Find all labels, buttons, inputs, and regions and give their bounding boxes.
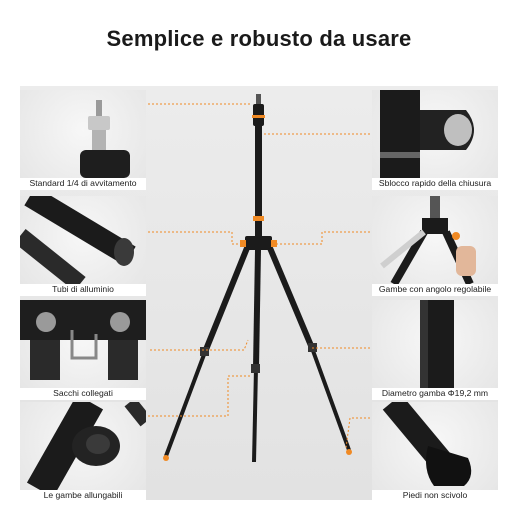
caption-adjustable-legs: Gambe con angolo regolabile xyxy=(378,284,492,294)
hook-icon xyxy=(20,300,146,380)
panel-leg-diameter: Diametro gamba Φ19,2 mm xyxy=(372,300,498,400)
leg-lock-icon xyxy=(26,402,146,490)
caption-leg-diameter: Diametro gamba Φ19,2 mm xyxy=(381,388,489,398)
panel-screw-standard: Standard 1/4 di avvitamento xyxy=(20,90,146,190)
quick-release-lock-icon xyxy=(380,90,474,178)
screw-mount-icon xyxy=(80,100,130,178)
quick-release-photo xyxy=(372,90,498,178)
hooks-photo xyxy=(20,300,146,388)
page-title: Semplice e robusto da usare xyxy=(106,26,412,51)
leg-diameter-photo xyxy=(372,300,498,388)
adjustable-legs-photo xyxy=(372,196,498,284)
panel-adjustable-legs: Gambe con angolo regolabile xyxy=(372,196,498,296)
leg-tube-icon xyxy=(420,300,454,388)
tubes-photo xyxy=(20,196,146,284)
panel-non-slip-feet: Piedi non scivolo xyxy=(372,402,498,500)
leg-angle-icon xyxy=(380,196,476,284)
rubber-foot-icon xyxy=(382,402,472,486)
caption-non-slip-feet: Piedi non scivolo xyxy=(402,490,468,500)
aluminum-tube-icon xyxy=(20,196,136,284)
extendable-legs-photo xyxy=(20,402,146,490)
caption-aluminum-tubes: Tubi di alluminio xyxy=(52,284,114,294)
caption-extendable-legs: Le gambe allungabili xyxy=(43,490,123,500)
panel-extendable-legs: Le gambe allungabili xyxy=(20,402,146,500)
panel-quick-release: Sblocco rapido della chiusura xyxy=(372,90,498,190)
caption-screw-standard: Standard 1/4 di avvitamento xyxy=(29,178,137,188)
caption-quick-release: Sblocco rapido della chiusura xyxy=(378,178,492,188)
caption-bag-hooks: Sacchi collegati xyxy=(53,388,113,398)
panel-bag-hooks: Sacchi collegati xyxy=(20,300,146,400)
screw-photo xyxy=(20,90,146,178)
panel-aluminum-tubes: Tubi di alluminio xyxy=(20,196,146,296)
non-slip-feet-photo xyxy=(372,402,498,490)
